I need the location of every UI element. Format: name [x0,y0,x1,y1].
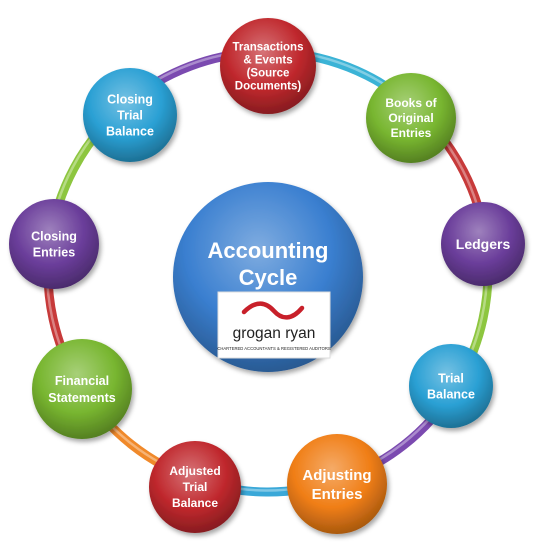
node-orb [149,441,241,533]
node-label-line: Documents) [235,81,302,93]
node-label-line: Adjusting [302,467,371,484]
node-label-line: & Events [243,55,292,67]
center-title-line: Cycle [239,265,298,290]
node-orb [220,18,316,114]
node-label-line: Financial [55,374,109,388]
node-label-line: Ledgers [456,236,511,252]
center-title-line: Accounting [208,238,329,263]
node-label-line: Original [388,111,433,125]
node-label-line: Books of [385,96,437,110]
node-label-line: Balance [172,496,218,510]
node-label-line: Transactions [233,42,304,54]
node-label-line: Trial [183,480,208,494]
node-ledgers: Ledgers [441,202,525,286]
node-label-line: Closing [107,92,153,106]
node-orb [441,202,525,286]
node-label-line: Entries [391,126,432,140]
node-label-line: Adjusted [169,464,220,478]
node-orb [287,434,387,534]
node-label-line: Balance [427,387,475,401]
node-label-line: (Source [247,68,290,80]
node-label-line: Trial [438,371,464,385]
node-orb [366,73,456,163]
node-label-line: Entries [33,245,75,259]
logo-name: grogan ryan [233,325,316,342]
node-orb [9,199,99,289]
node-label-line: Balance [106,124,154,138]
node-label-line: Statements [48,391,115,405]
node-label-line: Entries [312,486,363,503]
node-label-line: Trial [117,108,143,122]
node-orb [83,68,177,162]
logo-tagline: CHARTERED ACCOUNTANTS & REGISTERED AUDIT… [217,346,331,351]
node-label-line: Closing [31,229,77,243]
logo-swoosh-icon [241,301,305,320]
node-orb [409,344,493,428]
node-orb [32,339,132,439]
